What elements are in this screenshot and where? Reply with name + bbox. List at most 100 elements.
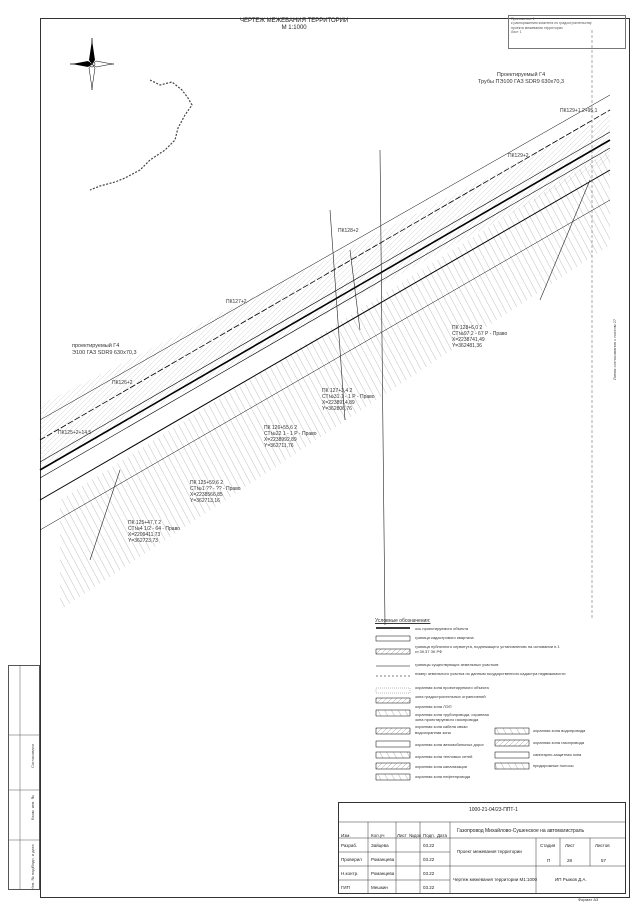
- legend-title: Условные обозначения:: [375, 618, 431, 624]
- legend-item: охранная зона трубопровода, охранная зон…: [415, 712, 489, 722]
- sign-date: 03.22: [423, 843, 435, 848]
- legend-item: ось проектируемого объекта: [415, 626, 469, 631]
- stage-header: Стадия: [540, 843, 556, 848]
- legend-item: охранная зона ЛЭП: [415, 704, 452, 709]
- north-arrow-icon: [70, 38, 114, 90]
- stage-value: П: [547, 858, 551, 863]
- drawing-title: ЧЕРТЕЖ МЕЖЕВАНИЯ ТЕРРИТОРИИ: [240, 18, 349, 24]
- legend-item: зона градостроительных ограничений: [415, 694, 486, 699]
- column-header: Лист: [397, 833, 407, 838]
- column-header: №док: [409, 833, 421, 838]
- sheet-header: Лист: [565, 843, 575, 848]
- callout-line: Х=2209411,73: [128, 532, 161, 538]
- person-name: Романцева: [371, 857, 395, 862]
- pipe-label: Проектируемый Г4 Трубы ПЭ100 ГАЗ SDR9 63…: [478, 72, 564, 85]
- pipe-label-line2: Трубы ПЭ100 ГАЗ SDR9 630х70,3: [478, 78, 564, 85]
- sidebar-label: Инв. № подл.: [30, 865, 35, 890]
- callout-line: Y=362713,16: [190, 498, 220, 504]
- pipe-label-left-line1: проектируемый Г4: [72, 343, 120, 349]
- stamp-line: Лист 1: [511, 29, 522, 34]
- sidebar-grid: [8, 665, 40, 890]
- callout-line: СТ№22 1 - 1 Р - Право: [264, 431, 317, 437]
- callout-line: СТ№4 1/2 - 64 - Право: [128, 526, 180, 532]
- role-label: Н.контр.: [341, 871, 359, 876]
- callout-line: СТ№1 ?? - ?? - Право: [190, 486, 241, 492]
- legend-item: границы существующих земельных участков: [415, 662, 499, 667]
- sheet-value: 28: [567, 858, 573, 863]
- sheets-header: Листов: [595, 843, 610, 848]
- match-line-note: Линия согласования с листом 27: [612, 318, 617, 380]
- legend-item: придорожные полосы: [533, 763, 574, 768]
- column-header: Изм.: [341, 833, 351, 838]
- format-label: Формат А3: [578, 897, 599, 902]
- picket-label: ПК127+2: [226, 299, 247, 305]
- callout-line: Y=362723,73: [128, 538, 158, 544]
- sidebar-label: Взам. инв. №: [30, 795, 35, 820]
- callout-line: СТ№97 2 - 67 Р - Право: [452, 331, 508, 337]
- legend-item: охранная зона автомобильных дорог: [415, 742, 484, 747]
- coordinate-callout: ПК 125+47,7 2 СТ№4 1/2 - 64 - Право Х=22…: [128, 520, 180, 544]
- coordinate-callout: ПК 127+3,4 2 СТ№31 1 - 1 Р - Право Х=223…: [322, 388, 375, 412]
- pipeline-axis: [39, 94, 611, 531]
- stamp-line: Приложение 1: [511, 17, 535, 21]
- callout-line: ПК 128+6,0 2: [452, 325, 483, 331]
- person-name: Мешкин: [371, 885, 388, 890]
- drawing-header: ЧЕРТЕЖ МЕЖЕВАНИЯ ТЕРРИТОРИИ М 1:1000: [240, 18, 348, 32]
- person-name: Зайцева: [371, 843, 389, 848]
- river-line: [89, 79, 193, 191]
- legend-item: охранная зона канализации: [415, 764, 467, 769]
- legend-item: охранная зона нефтепровода: [415, 774, 471, 779]
- coordinate-callout: ПК 126+55,6 2 СТ№22 1 - 1 Р - Право Х=22…: [264, 425, 317, 449]
- drawing-scale: М 1:1000: [281, 25, 307, 31]
- legend-item: охранная зона газопровода: [533, 740, 585, 745]
- legend-item: охранная зона тепловых сетей: [415, 754, 473, 759]
- legend-item: водоохранная зона: [415, 730, 451, 735]
- column-header: Дата: [437, 833, 447, 838]
- callout-line: Y=362806,76: [322, 406, 352, 412]
- callout-line: ПК 127+3,4 2: [322, 388, 353, 394]
- sign-date: 03.22: [423, 885, 435, 890]
- callout-line: Х=2238914,89: [322, 400, 355, 406]
- left-sidebar: [8, 665, 40, 890]
- legend-item: номер земельного участка по данным госуд…: [415, 671, 566, 676]
- callout-line: Х=2238566,85: [190, 492, 223, 498]
- sheets-value: 57: [601, 858, 607, 863]
- pipe-label-line1: Проектируемый Г4: [496, 72, 546, 78]
- callout-line: ПК 126+55,6 2: [264, 425, 298, 431]
- role-label: Проверил: [341, 857, 362, 862]
- column-header: Кол.уч: [371, 833, 385, 838]
- legend-item: охранная зона водопровода: [533, 728, 586, 733]
- title-block-grid: [338, 821, 626, 894]
- column-header: Подп.: [423, 833, 435, 838]
- person-name: Романцева: [371, 871, 395, 876]
- legend-swatches: [375, 627, 530, 781]
- organization: ИП Рыжов Д.А.: [555, 877, 587, 882]
- picket-label: ПК129+1 2+95,1: [560, 108, 598, 114]
- legend-item: граница кадастрового квартала: [415, 635, 474, 640]
- section-name: Проект межевания территории: [457, 849, 522, 854]
- project-code: 1000-21-04/23-ППТ-1: [469, 807, 518, 813]
- picket-label: ПК129+2: [508, 153, 529, 159]
- picket-label: ПК125+2+14,5: [58, 430, 92, 436]
- callout-line: ПК 125+59,6 2: [190, 480, 224, 486]
- approval-stamp: Приложение 1 к распоряжению комитета по …: [508, 15, 626, 49]
- callout-line: ПК 125+47,7 2: [128, 520, 162, 526]
- callout-line: Y=362481,36: [452, 343, 482, 349]
- stamp-line: к распоряжению комитета по градостроител…: [511, 21, 592, 26]
- legend-item: граница публичного сервитута, подлежащег…: [415, 644, 560, 654]
- coordinate-callout: ПК 125+59,6 2 СТ№1 ?? - ?? - Право Х=223…: [190, 480, 241, 504]
- legend-item: санитарно-защитная зона: [533, 752, 582, 757]
- stamp-line: проекта межевания территории: [511, 25, 563, 30]
- sign-date: 03.22: [423, 871, 435, 876]
- legend: Условные обозначения: ось проектируемого…: [363, 618, 623, 788]
- picket-label: ПК126+2: [112, 380, 133, 386]
- object-name: Газопровод Михайлово-Сушенское на автома…: [457, 828, 585, 834]
- cadastral-boundaries: [89, 149, 591, 626]
- coordinate-callout: ПК 128+6,0 2 СТ№97 2 - 67 Р - Право Х=22…: [452, 325, 507, 349]
- protection-zone: [40, 115, 610, 470]
- sign-date: 03.22: [423, 857, 435, 862]
- pipe-label-left: проектируемый Г4 Э100 ГАЗ SDR9 630х70,3: [72, 343, 137, 356]
- callout-line: Х=2238741,49: [452, 337, 485, 343]
- callout-line: Y=362711,76: [264, 443, 294, 449]
